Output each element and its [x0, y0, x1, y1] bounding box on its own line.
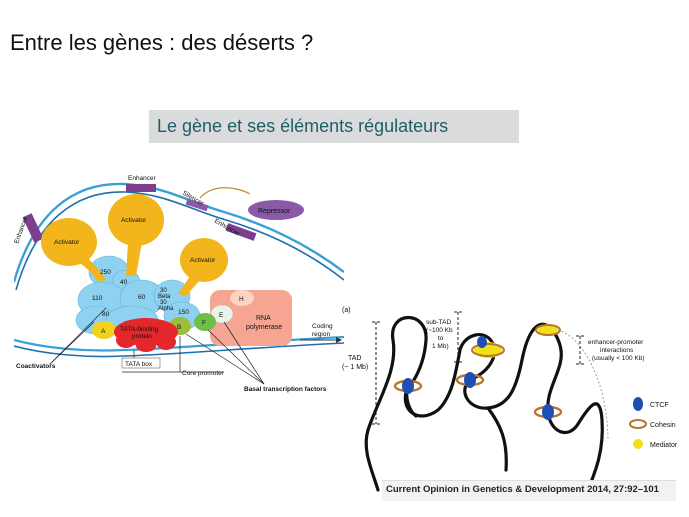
label-activator-1: Activator [54, 239, 80, 246]
legend-mediator: Mediator [650, 442, 678, 449]
label-coactivators: Coactivators [16, 363, 56, 370]
factor-a [92, 321, 116, 339]
activator-3 [178, 238, 228, 296]
label-subtad-2: (~100 Kb [426, 327, 453, 334]
label-rna-1: RNA [256, 315, 271, 322]
label-h: H [239, 296, 244, 303]
label-110: 110 [92, 295, 103, 302]
label-activator-2: Activator [121, 217, 147, 224]
label-e: E [219, 312, 224, 319]
label-40: 40 [120, 279, 128, 286]
ctcf-cohesin-2 [455, 372, 485, 388]
subtitle-text: Le gène et ses éléments régulateurs [157, 116, 449, 136]
label-80: 80 [102, 311, 110, 318]
ctcf-cohesin-1 [393, 378, 423, 394]
legend-ctcf-swatch [633, 397, 643, 411]
label-tbp-1: TATA-binding [120, 326, 159, 333]
ctcf-cohesin-3 [533, 404, 563, 420]
repressor-shape [248, 200, 304, 220]
label-ep-1: enhancer-promoter [588, 339, 644, 346]
tata-binding-protein [114, 318, 178, 352]
ep-bracket [576, 335, 584, 365]
label-a: A [101, 328, 106, 335]
mediator-cohesin-1 [471, 336, 505, 358]
coactivator-complex [75, 255, 201, 335]
pointer-lines [49, 307, 265, 385]
legend: CTCF Cohesin Mediator [629, 397, 678, 449]
label-basal: Basal transcription factors [244, 386, 327, 393]
slide-title: Entre les gènes : des déserts ? [10, 30, 314, 55]
label-tata-box: TATA box [125, 361, 153, 368]
silencer-block [185, 198, 209, 212]
label-enhancer-top: Enhancer [128, 175, 157, 182]
label-panel-a: (a) [342, 307, 351, 314]
label-f: F [202, 320, 206, 327]
label-ep-3: (usually < 100 Kb) [592, 355, 645, 362]
label-60: 60 [138, 294, 146, 301]
gene-regulation-figure: Enhancer Enhancer Enhancer Silencer Repr… [14, 175, 344, 393]
label-250: 250 [100, 269, 111, 276]
source-caption: Current Opinion in Genetics & Developmen… [386, 484, 659, 495]
legend-ctcf: CTCF [650, 402, 669, 409]
factor-h [230, 290, 254, 306]
repressor-arrow [199, 187, 251, 199]
label-subtad-4: 1 Mb) [432, 343, 449, 350]
legend-mediator-swatch [633, 439, 643, 449]
activator-1 [41, 218, 106, 282]
factor-e [210, 304, 234, 324]
label-enhancer-left: Enhancer [14, 215, 30, 244]
activator-2 [108, 194, 164, 276]
subtitle-box: Le gène et ses éléments régulateurs [149, 110, 519, 143]
enhancer-right-block [225, 223, 257, 241]
label-tbp-2: protein [132, 333, 152, 340]
legend-cohesin: Cohesin [650, 422, 676, 429]
tata-box-rect [121, 357, 161, 369]
tad-loops-figure: (a) TAD (~ 1 Mb) sub-TAD (~100 Kb to 1 M… [342, 307, 678, 492]
label-repressor: Repressor [258, 208, 291, 215]
label-tad-2: (~ 1 Mb) [342, 364, 368, 371]
dna-strand [14, 182, 344, 358]
label-ep-2: interactions [600, 347, 634, 354]
label-subtad-3: to [438, 335, 444, 342]
coding-arrow-head [336, 337, 342, 343]
label-core-promoter: Core promoter [182, 370, 225, 377]
label-tad-1: TAD [348, 355, 361, 362]
enhancer-left-block [22, 213, 44, 243]
legend-cohesin-swatch [629, 419, 647, 429]
mediator-cohesin-2 [535, 324, 561, 336]
enhancer-top-block [126, 184, 156, 192]
label-activator-3: Activator [190, 257, 216, 264]
label-rna-2: polymerase [246, 324, 282, 331]
label-150: 150 [178, 309, 189, 316]
label-coding-2: region [312, 331, 330, 338]
factor-f [194, 313, 216, 331]
label-coding-1: Coding [312, 323, 333, 330]
label-subtad-1: sub-TAD [426, 319, 451, 326]
label-b: B [177, 324, 181, 331]
source-caption-bar: Current Opinion in Genetics & Developmen… [382, 480, 676, 501]
